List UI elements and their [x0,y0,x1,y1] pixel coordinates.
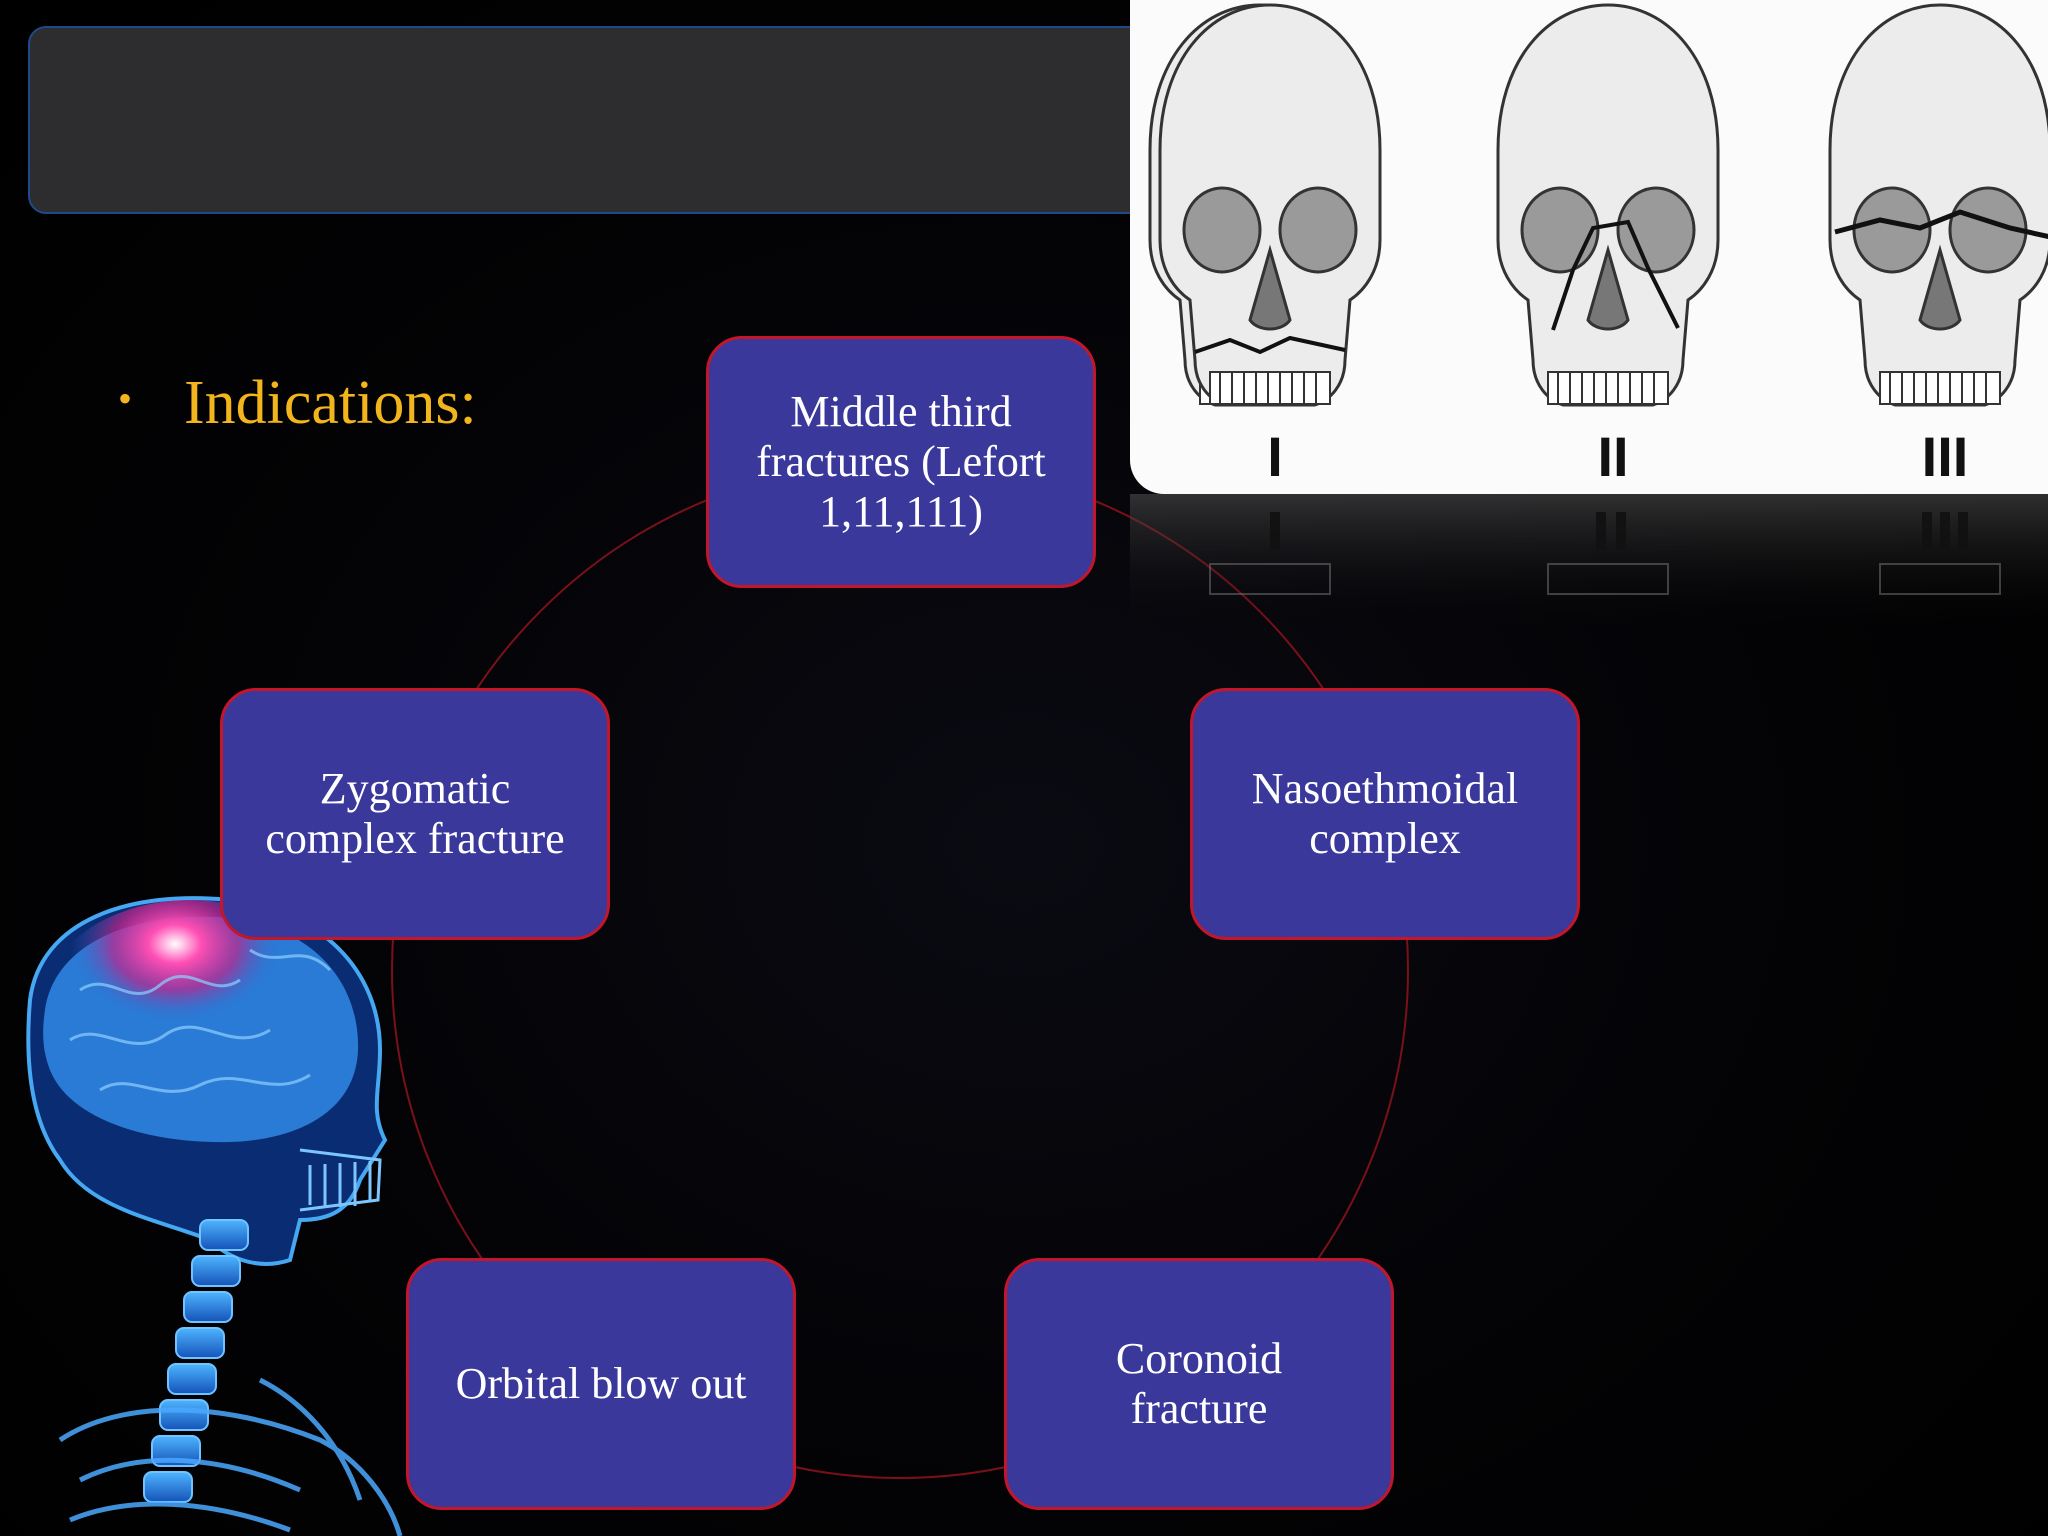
node-label: Zygomatic complex fracture [265,763,565,863]
node-label: Coronoid fracture [1115,1333,1283,1433]
lefort-label-3: III [1922,425,1969,488]
brain-skeleton-illustration [26,896,403,1536]
indications-label: Indications: [184,369,477,437]
node-label: Orbital blow out [455,1358,747,1408]
skull-image-reflection [1130,494,2048,634]
node-orbital-blow-out: Orbital blow out [406,1258,796,1510]
lefort-label-1: I [1267,425,1283,488]
node-label: Middle third fractures (Lefort 1,11,111) [756,386,1046,537]
bullet-dot-icon: • [118,376,133,421]
node-nasoethmoidal-complex: Nasoethmoidal complex [1190,688,1580,940]
node-middle-third-fractures: Middle third fractures (Lefort 1,11,111) [706,336,1096,588]
node-coronoid-fracture: Coronoid fracture [1004,1258,1394,1510]
lefort-label-2: II [1597,425,1628,488]
node-zygomatic-complex-fracture: Zygomatic complex fracture [220,688,610,940]
indications-bullet: • Indications: [118,372,477,434]
title-placeholder [28,26,1188,214]
node-label: Nasoethmoidal complex [1251,763,1519,863]
lefort-skull-image: I II III [1130,0,2048,494]
